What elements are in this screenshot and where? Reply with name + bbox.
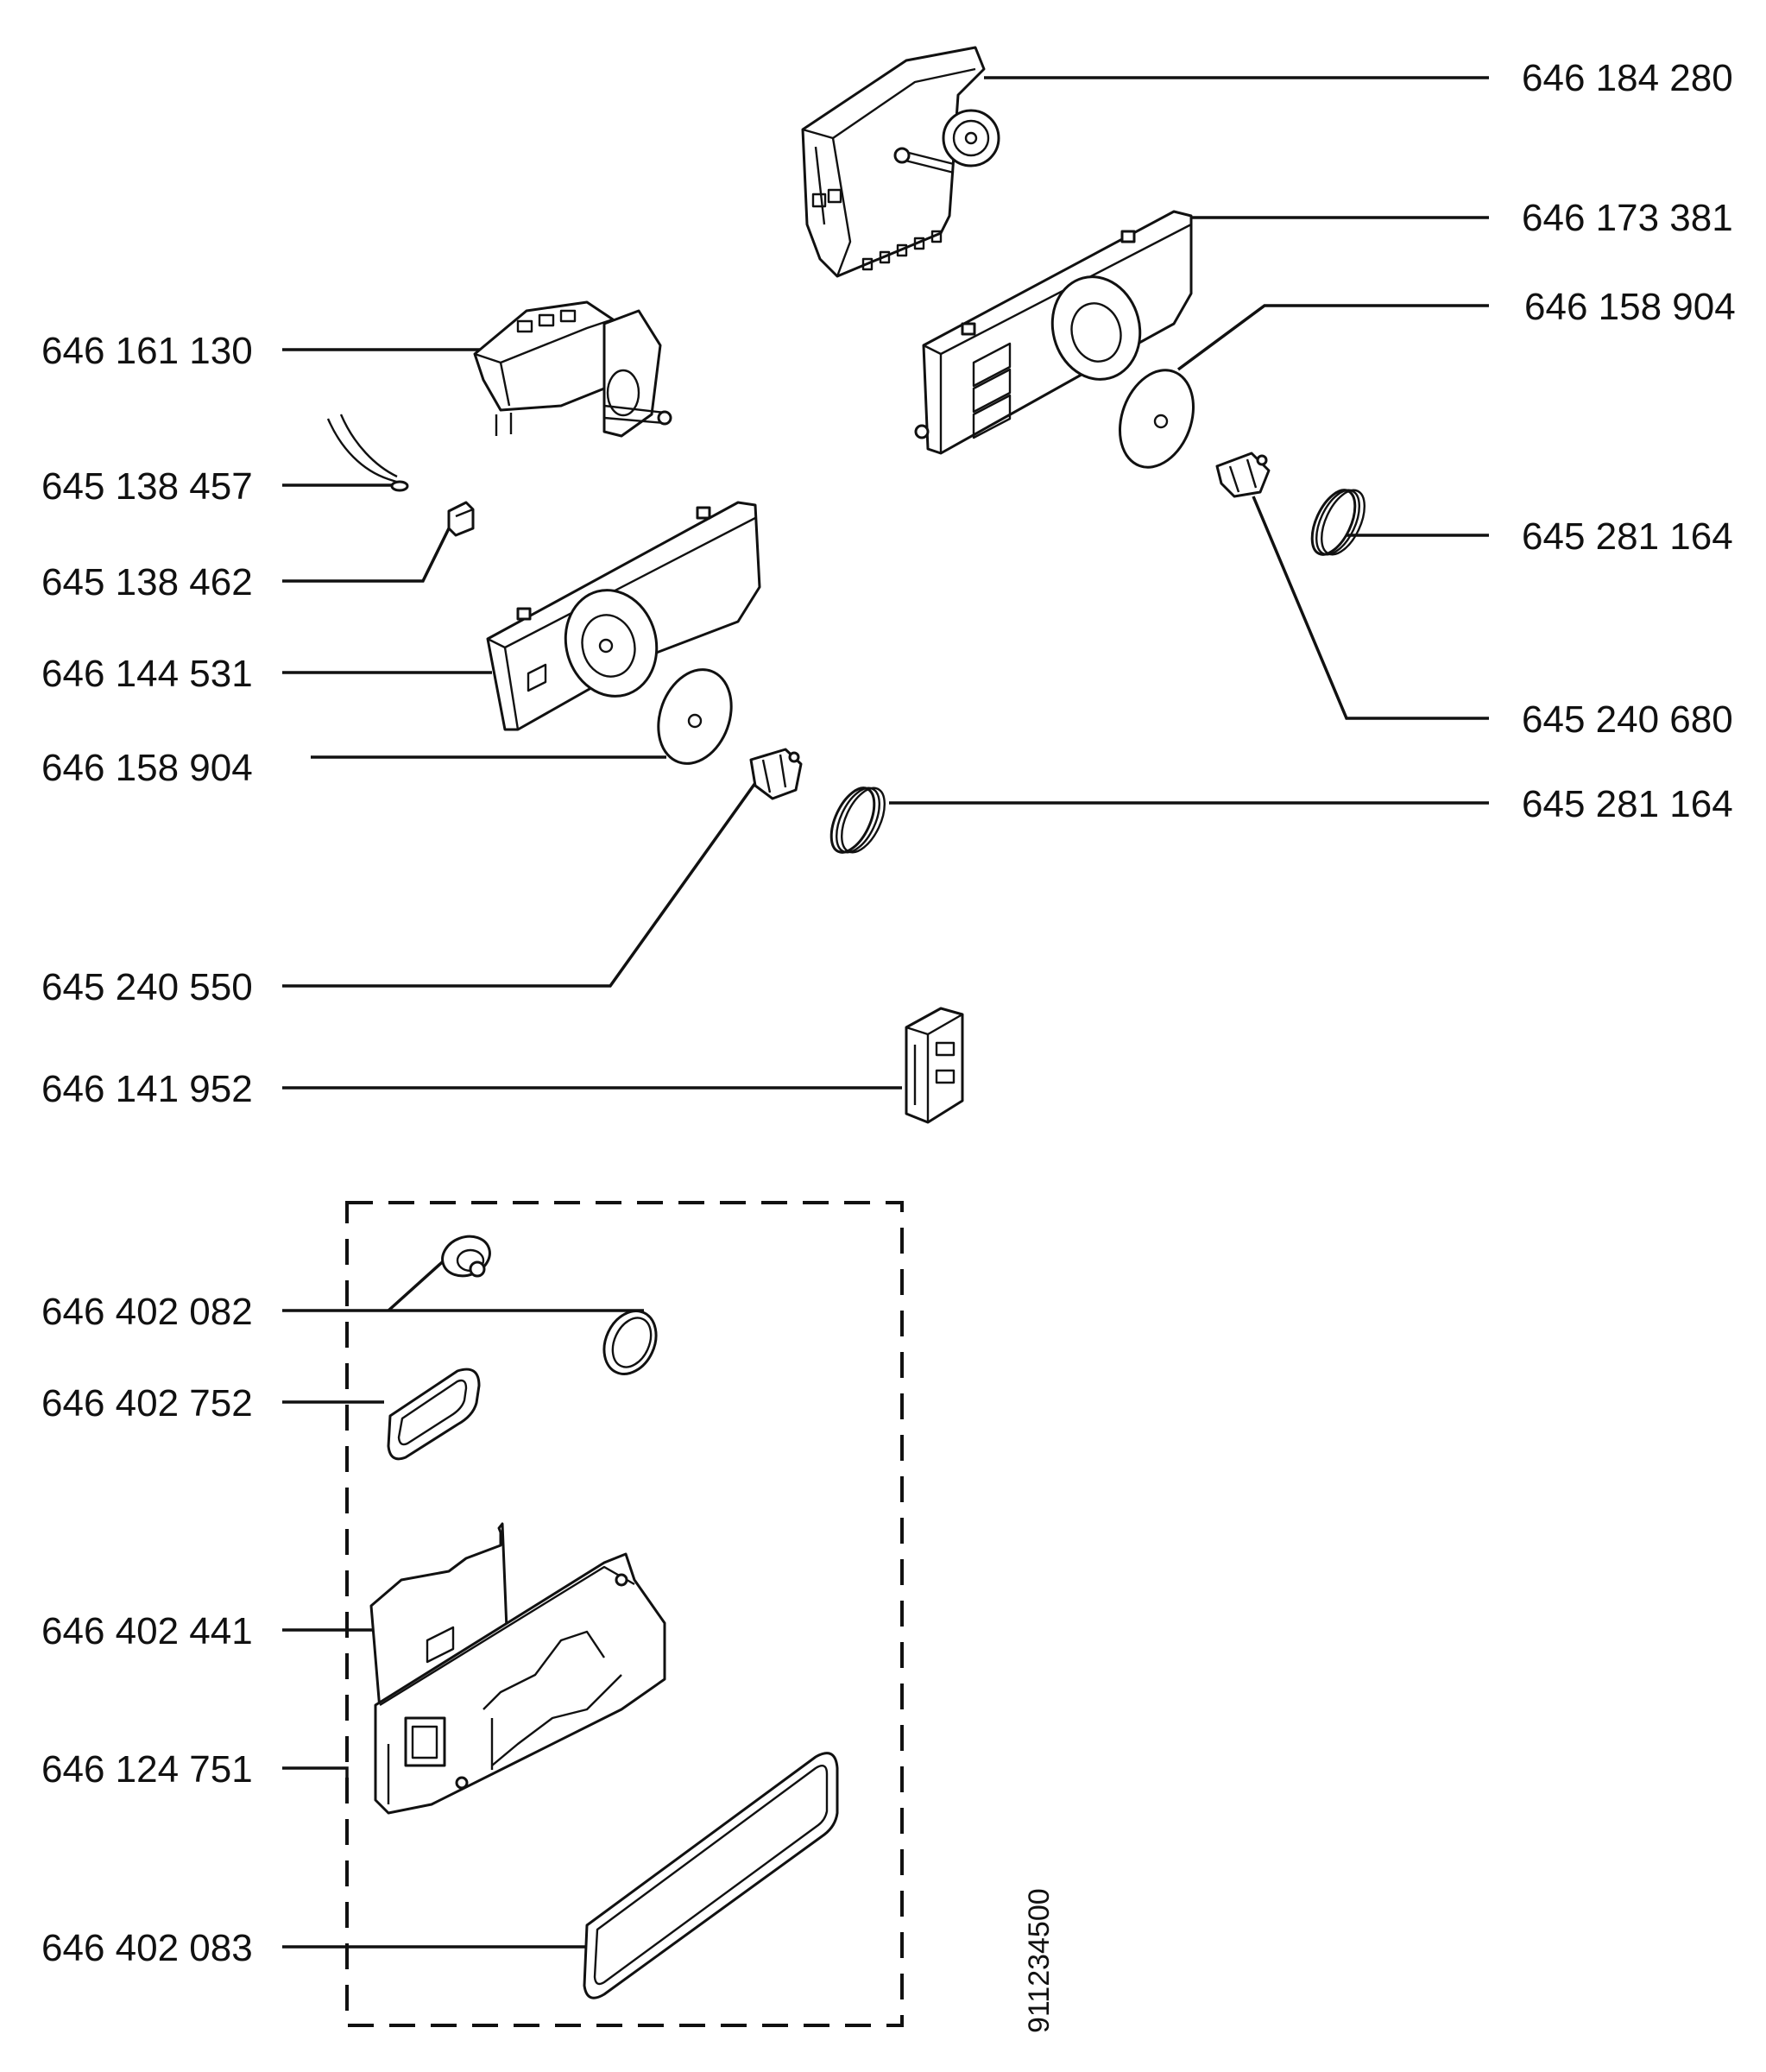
part-control-panel-left <box>486 501 761 731</box>
part-number-646-161-130: 646 161 130 <box>41 330 253 372</box>
part-spring-left <box>829 786 886 854</box>
part-control-panel-right <box>914 210 1193 455</box>
part-number-646-402-441: 646 402 441 <box>41 1610 253 1652</box>
part-number-645-138-457: 645 138 457 <box>41 465 253 508</box>
part-knob-disc-right <box>1118 369 1195 469</box>
part-number-646-402-752: 646 402 752 <box>41 1382 253 1424</box>
part-number-646-124-751: 646 124 751 <box>41 1748 253 1791</box>
part-small-gasket <box>387 1368 481 1461</box>
part-number-646-402-082: 646 402 082 <box>41 1291 253 1333</box>
part-number-646-158-904-right: 646 158 904 <box>1524 286 1736 328</box>
part-push-switch-right <box>1215 452 1271 498</box>
part-o-ring <box>602 1310 658 1375</box>
part-number-646-402-083: 646 402 083 <box>41 1927 253 1969</box>
part-number-646-184-280: 646 184 280 <box>1522 57 1733 99</box>
part-spring-right <box>1310 489 1365 556</box>
part-dispenser-body <box>374 1552 666 1815</box>
part-push-switch-left <box>749 748 803 800</box>
part-number-646-141-952: 646 141 952 <box>41 1068 253 1110</box>
part-knob-disc-left <box>657 668 733 765</box>
part-selector-switch <box>473 300 672 438</box>
part-clip <box>447 501 475 537</box>
part-dispenser-knob <box>441 1235 491 1278</box>
part-number-646-173-381: 646 173 381 <box>1522 197 1733 239</box>
part-number-labels: 646 184 280 646 173 381 646 158 904 645 … <box>41 57 1736 2033</box>
part-number-645-281-164-left: 645 281 164 <box>1522 783 1733 825</box>
part-number-645-138-462: 645 138 462 <box>41 561 253 603</box>
part-number-646-158-904-left: 646 158 904 <box>41 747 253 789</box>
part-timer-illustration <box>801 46 1000 278</box>
drawing-number: 911234500 <box>1023 1888 1056 2033</box>
part-door-switch <box>905 1007 964 1124</box>
part-number-645-240-680: 645 240 680 <box>1522 698 1733 741</box>
kit-frame-dashed <box>345 1201 904 2027</box>
part-large-gasket <box>583 1752 839 1999</box>
part-number-645-240-550: 645 240 550 <box>41 966 253 1008</box>
part-number-645-281-164-right: 645 281 164 <box>1522 515 1733 558</box>
part-sensor-wire <box>326 414 409 492</box>
part-number-646-144-531: 646 144 531 <box>41 653 253 695</box>
leader-lines <box>282 76 1489 1949</box>
